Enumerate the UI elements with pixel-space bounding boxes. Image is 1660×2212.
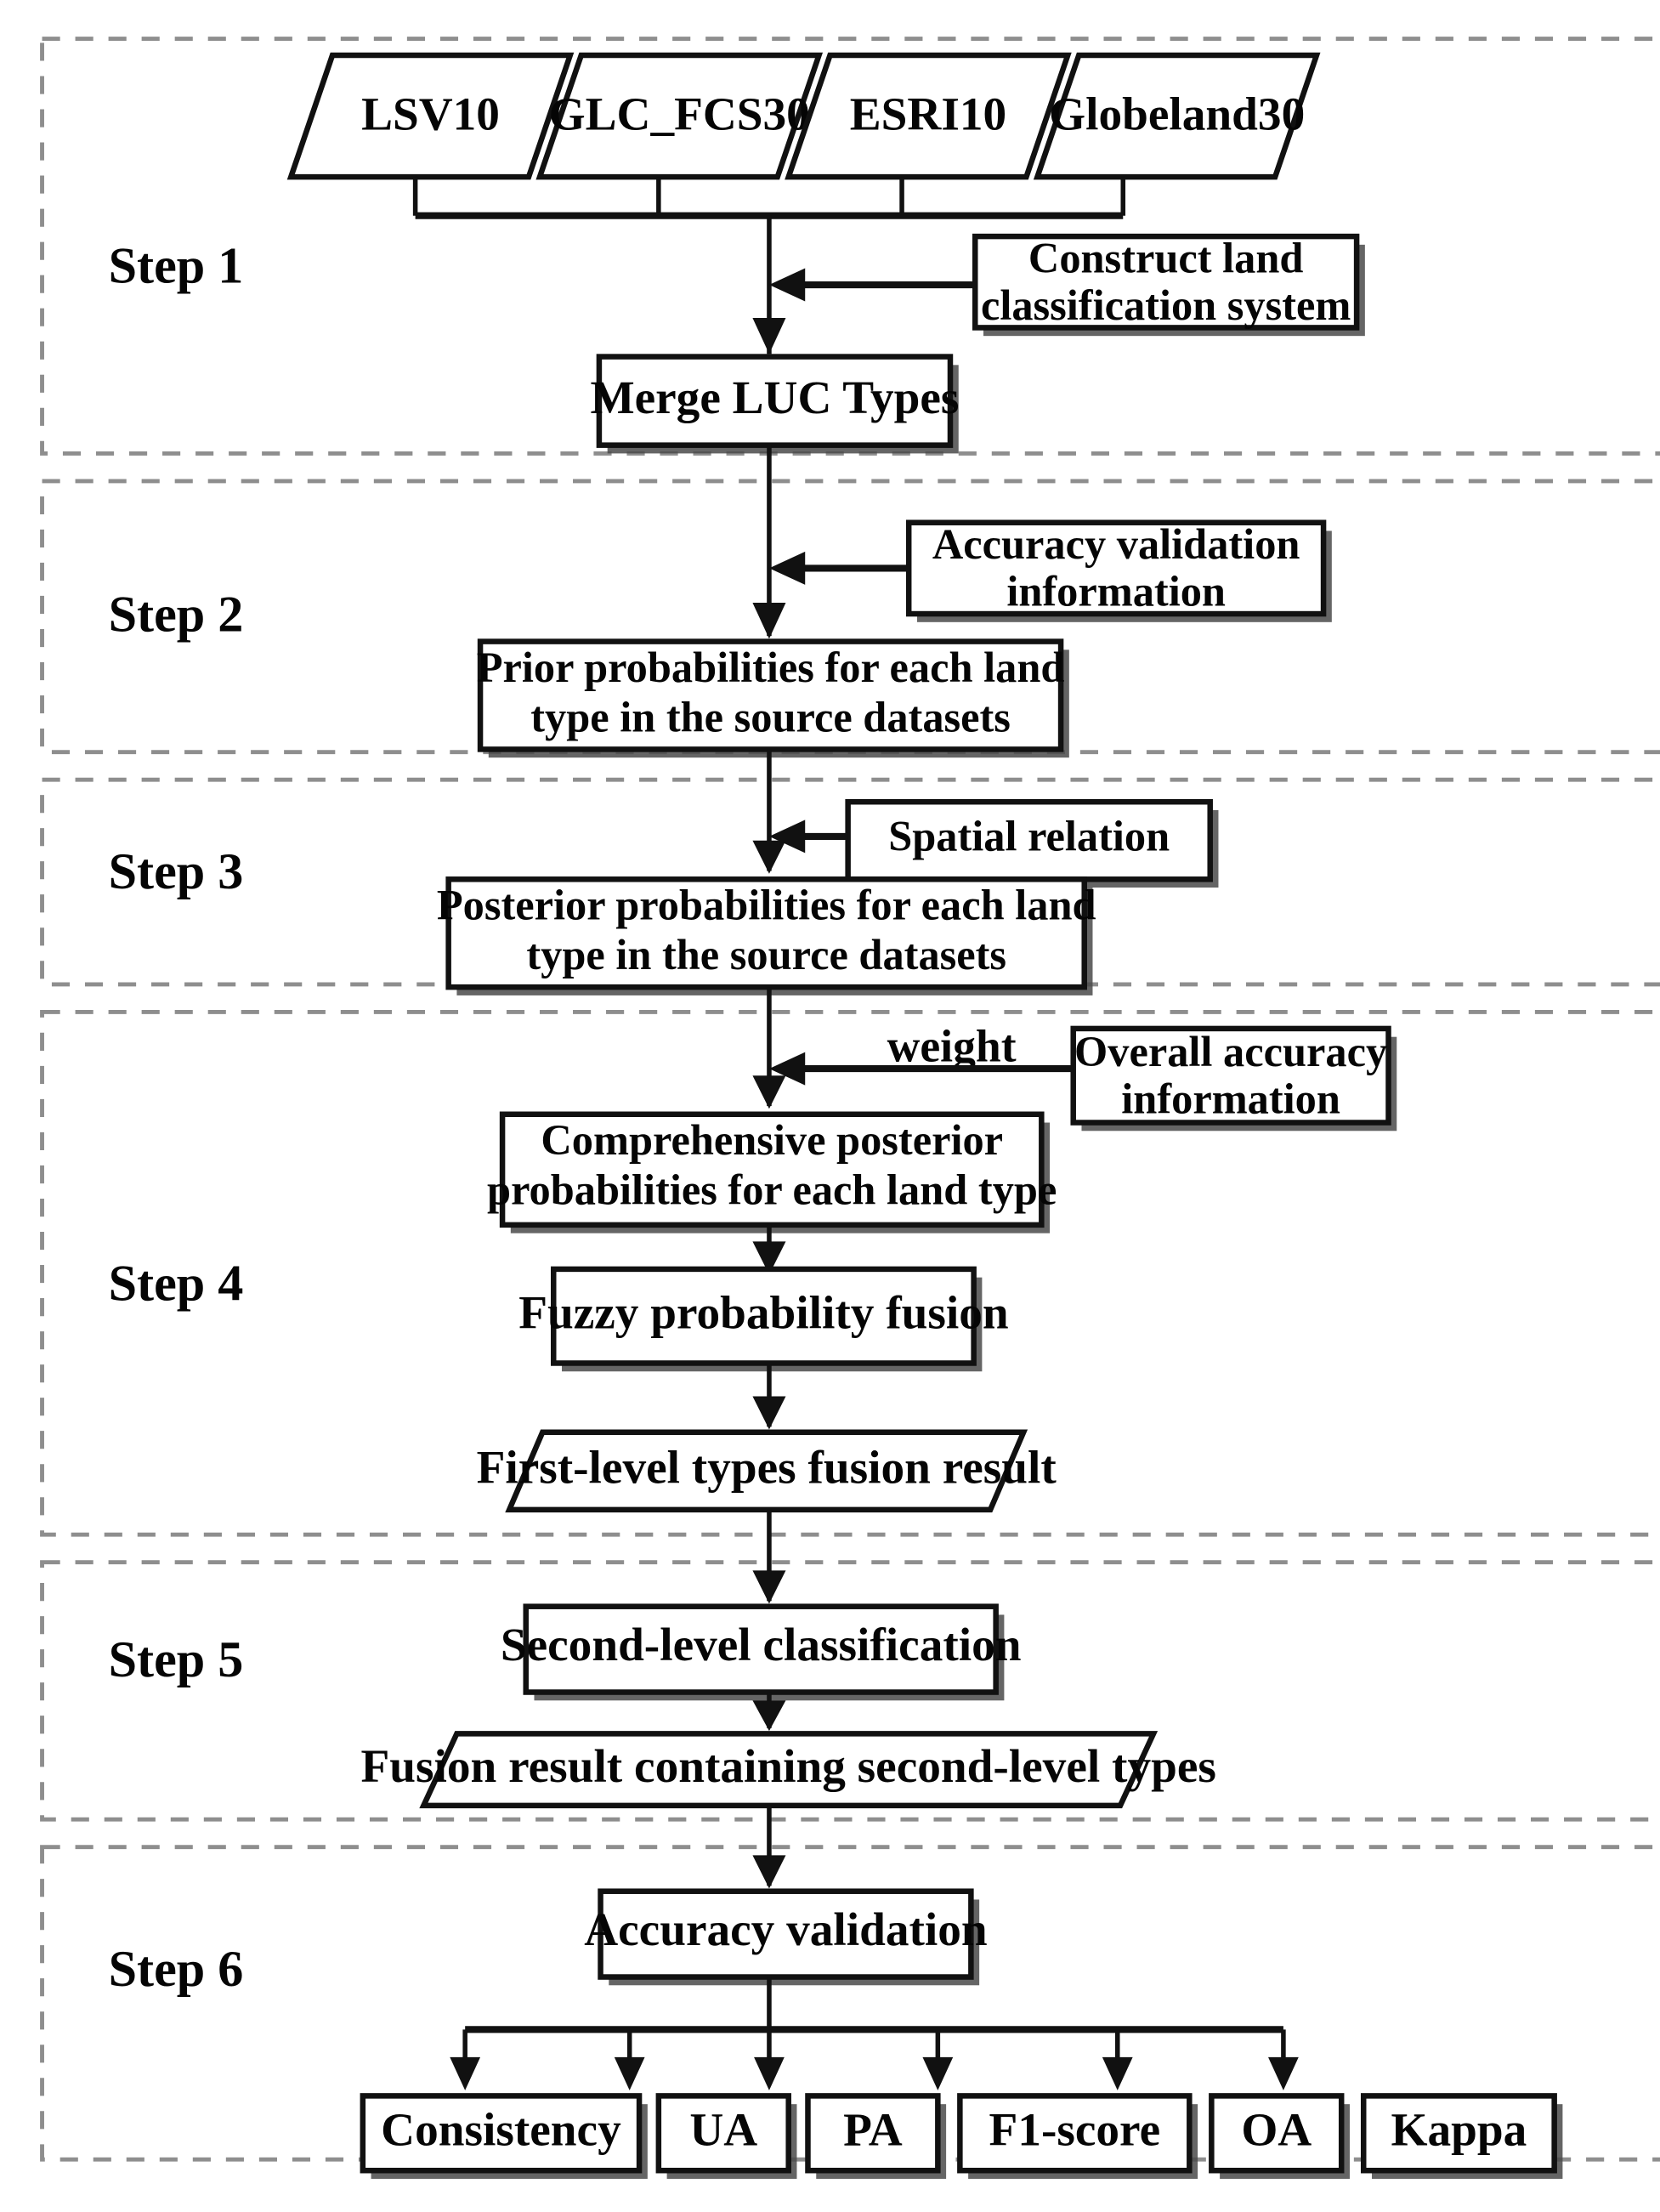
node-second-level-classification[interactable] [523, 1603, 999, 1695]
arrowhead-oa [1102, 2056, 1133, 2090]
node-metric-kappa[interactable] [1360, 2093, 1557, 2174]
node-metric-f1-score[interactable] [957, 2093, 1193, 2174]
source-label-globeland30: Globeland30 [1049, 88, 1305, 140]
label-second-level-classification: Second-level classification [501, 1619, 1022, 1670]
node-posterior-probabilities[interactable] [445, 876, 1087, 990]
source-label-lsv10: LSV10 [361, 88, 500, 140]
node-metric-oa[interactable] [1209, 2093, 1345, 2174]
node-construct-classification-system[interactable] [972, 233, 1360, 331]
node-merge-luc-types[interactable] [596, 354, 954, 448]
arrowhead-weight-spine-down [752, 1075, 786, 1109]
arrowhead-accval-to-spine [768, 551, 806, 585]
step-label-6: Step 6 [109, 1941, 244, 1998]
step-label-5: Step 5 [109, 1631, 244, 1688]
node-accuracy-validation-information[interactable] [905, 519, 1327, 617]
arrowhead-comp-to-fuzzy [752, 1241, 786, 1275]
label-construct-system-line1: Construct land [1028, 235, 1303, 282]
section-step6 [40, 1845, 1660, 2162]
node-prior-probabilities[interactable] [477, 638, 1064, 752]
section-step4 [40, 1009, 1660, 1537]
label-comp-posterior-line2: probabilities for each land type [487, 1166, 1057, 1214]
label-comp-posterior-line1: Comprehensive posterior [541, 1116, 1003, 1164]
label-accuracy-validation: Accuracy validation [584, 1903, 987, 1955]
node-first-level-fusion-result[interactable] [505, 1429, 1028, 1513]
label-metric-consistency: Consistency [381, 2104, 621, 2156]
node-comprehensive-posterior-probabilities[interactable] [499, 1111, 1045, 1228]
node-second-level-fusion-result[interactable] [419, 1731, 1159, 1809]
step-label-4: Step 4 [109, 1255, 244, 1312]
section-step3 [40, 777, 1660, 987]
label-prior-prob-line2: type in the source datasets [530, 693, 1011, 740]
arrowhead-secondclass-to-result [752, 1700, 786, 1732]
arrowhead-construct-to-spine [768, 268, 806, 302]
label-metric-f1-score: F1-score [989, 2104, 1161, 2156]
arrowhead-overallacc-to-spine [768, 1052, 806, 1086]
label-metric-pa: PA [843, 2104, 903, 2156]
label-posterior-prob-line1: Posterior probabilities for each land [437, 882, 1096, 929]
label-first-level-result: First-level types fusion result [477, 1442, 1057, 1494]
node-metric-consistency[interactable] [360, 2093, 643, 2174]
label-second-level-result: Fusion result containing second-level ty… [361, 1740, 1216, 1792]
section-step2 [40, 479, 1660, 755]
section-step5 [40, 1560, 1660, 1822]
label-merge-luc-types: Merge LUC Types [590, 372, 959, 423]
arrowhead-merge-to-prior [752, 603, 786, 639]
arrowhead-kappa [1268, 2056, 1299, 2090]
node-accuracy-validation[interactable] [598, 1888, 974, 1980]
edge-label-weight: weight [887, 1020, 1017, 1071]
step-label-1: Step 1 [109, 238, 244, 295]
source-node-lsv10[interactable] [286, 52, 575, 180]
source-label-glc-fcs30: GLC_FCS30 [549, 88, 810, 140]
label-metric-oa: OA [1241, 2104, 1312, 2156]
arrowhead-fuzzy-to-firstlevel [752, 1396, 786, 1430]
arrowhead-consistency [450, 2056, 481, 2090]
arrowhead-f1 [922, 2056, 954, 2090]
label-accuracy-val-info-line2: information [1006, 567, 1226, 615]
label-prior-prob-line1: Prior probabilities for each land [477, 644, 1065, 691]
arrowhead-pa [754, 2056, 785, 2090]
label-posterior-prob-line2: type in the source datasets [526, 931, 1006, 978]
label-overall-acc-line1: Overall accuracy [1074, 1028, 1387, 1075]
label-metric-kappa: Kappa [1391, 2104, 1527, 2156]
source-node-esri10[interactable] [785, 52, 1072, 180]
node-metric-pa[interactable] [805, 2093, 941, 2174]
label-fuzzy-fusion: Fuzzy probability fusion [518, 1287, 1008, 1339]
node-metric-ua[interactable] [655, 2093, 791, 2174]
source-node-glc-fcs30[interactable] [535, 52, 824, 180]
arrowhead-bus-to-merge [752, 318, 786, 354]
section-step1 [40, 37, 1660, 456]
arrowhead-firstlevel-to-secondclass [752, 1570, 786, 1604]
arrowhead-spatial-to-spine [768, 820, 806, 854]
label-metric-ua: UA [689, 2104, 757, 2156]
step-label-2: Step 2 [109, 586, 244, 643]
step-label-3: Step 3 [109, 843, 244, 900]
node-overall-accuracy-information[interactable] [1070, 1025, 1391, 1126]
label-accuracy-val-info-line1: Accuracy validation [932, 520, 1300, 568]
label-construct-system-line2: classification system [981, 281, 1351, 329]
node-fuzzy-probability-fusion[interactable] [550, 1266, 977, 1366]
arrowhead-ua [614, 2056, 645, 2090]
arrowhead-secondresult-to-accval [752, 1855, 786, 1889]
source-label-esri10: ESRI10 [850, 88, 1006, 140]
source-node-globeland30[interactable] [1033, 52, 1321, 180]
label-overall-acc-line2: information [1121, 1075, 1340, 1122]
label-spatial-relation: Spatial relation [888, 812, 1170, 859]
arrowhead-spatial-spine-down [752, 840, 786, 874]
